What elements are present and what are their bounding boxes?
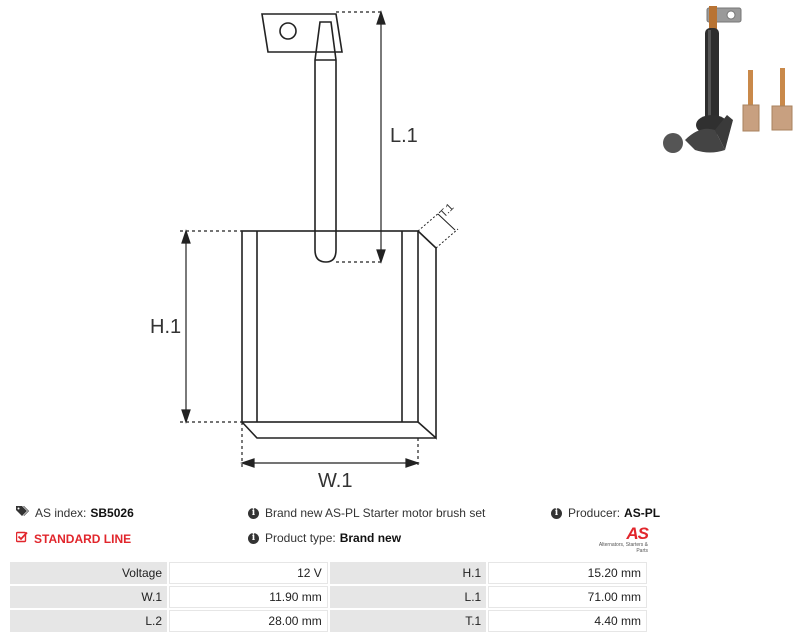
spec-label: Voltage — [10, 562, 168, 584]
brush-body — [241, 230, 419, 423]
product-type-label: Product type: — [265, 531, 336, 545]
info-icon: i — [248, 507, 259, 519]
logo-mark: AS — [626, 524, 649, 543]
product-type-value: Brand new — [339, 531, 402, 545]
standard-line-text: STANDARD LINE — [34, 531, 132, 546]
spec-label: L.1 — [329, 586, 487, 608]
lead-wire — [314, 21, 337, 263]
label-h1: H.1 — [150, 316, 181, 338]
tags-icon — [16, 506, 29, 520]
as-index-label: AS index: — [35, 506, 87, 520]
technical-drawing: L.1 H.1 W.1 T.1 — [150, 10, 459, 492]
table-row: L.2 28.00 mm T.1 4.40 mm — [10, 610, 647, 632]
specifications-table: Voltage 12 V H.1 15.20 mm W.1 11.90 mm L… — [8, 560, 649, 634]
as-index: AS index: SB5026 — [16, 506, 134, 520]
spec-value: 11.90 mm — [169, 586, 328, 608]
info-icon: i — [551, 507, 562, 519]
as-pl-logo: AS Alternators, Starters & Parts — [586, 524, 649, 554]
spec-label: W.1 — [10, 586, 168, 608]
terminal-hole — [279, 22, 297, 40]
spec-value: 4.40 mm — [488, 610, 647, 632]
spec-label: T.1 — [329, 610, 487, 632]
description-text: Brand new AS-PL Starter motor brush set — [265, 506, 486, 520]
checkbox-check-icon — [15, 531, 28, 546]
spec-value: 71.00 mm — [488, 586, 647, 608]
description: i Brand new AS-PL Starter motor brush se… — [248, 506, 485, 520]
table-row: W.1 11.90 mm L.1 71.00 mm — [10, 586, 647, 608]
spec-value: 15.20 mm — [488, 562, 647, 584]
terminal-tab — [261, 13, 343, 53]
as-index-value: SB5026 — [90, 506, 134, 520]
producer: i Producer: AS-PL — [551, 506, 660, 520]
product-photo — [663, 6, 793, 153]
label-t1: T.1 — [438, 201, 457, 220]
spec-label: L.2 — [10, 610, 168, 632]
spec-label: H.1 — [329, 562, 487, 584]
logo-tagline: Alternators, Starters & Parts — [598, 542, 648, 554]
table-row: Voltage 12 V H.1 15.20 mm — [10, 562, 647, 584]
spec-value: 28.00 mm — [169, 610, 328, 632]
info-icon: i — [248, 532, 259, 544]
label-w1: W.1 — [318, 470, 352, 492]
product-type: i Product type: Brand new — [248, 531, 401, 545]
producer-label: Producer: — [568, 506, 621, 520]
producer-value: AS-PL — [624, 506, 661, 520]
standard-line: STANDARD LINE — [15, 531, 132, 546]
label-l1: L.1 — [390, 125, 418, 147]
spec-value: 12 V — [169, 562, 328, 584]
